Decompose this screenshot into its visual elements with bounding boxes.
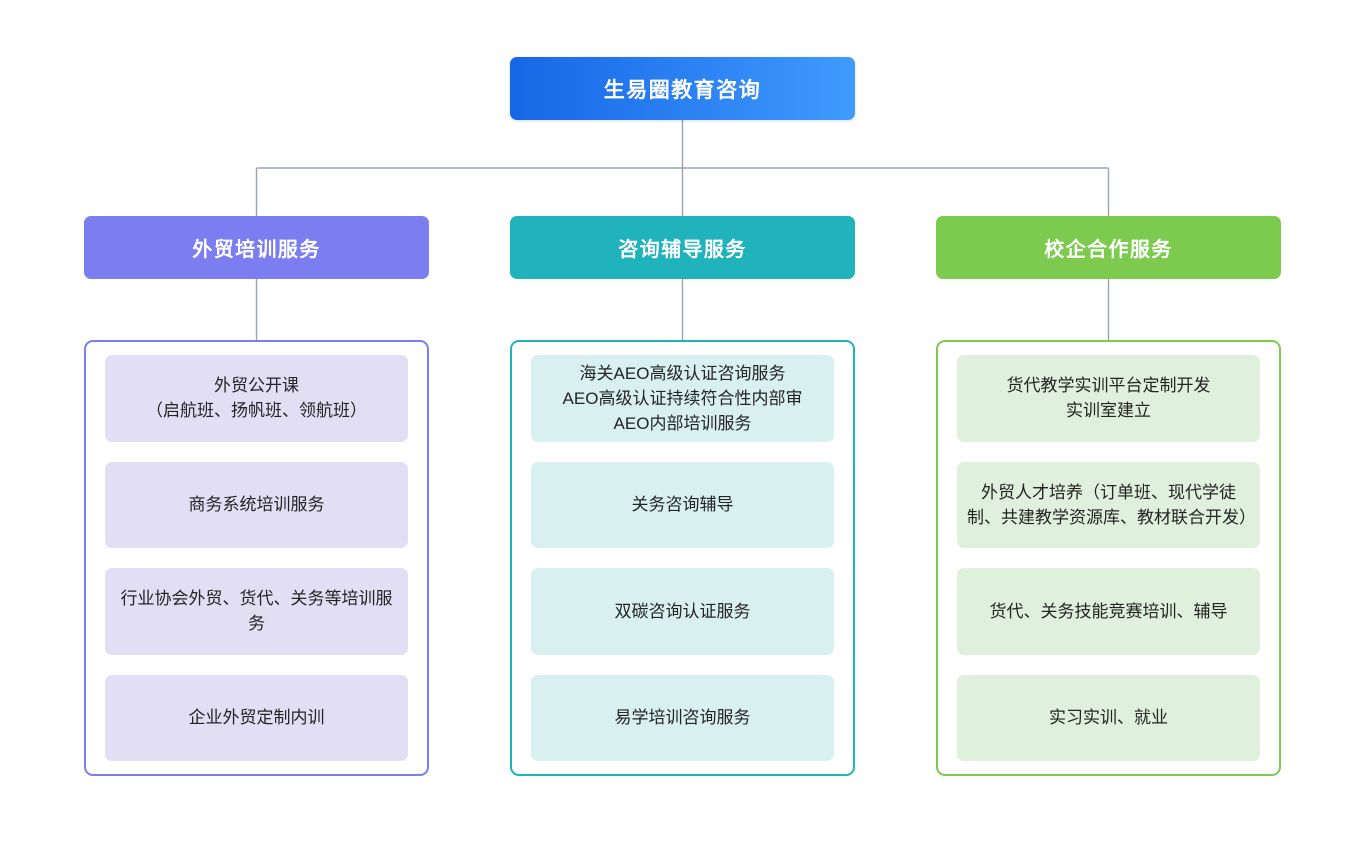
branch-column-2: 校企合作服务 货代教学实训平台定制开发 实训室建立 外贸人才培养（订单班、现代学… [936,216,1281,776]
root-node-label: 生易圈教育咨询 [603,78,762,102]
item-box[interactable]: 货代、关务技能竞赛培训、辅导 [957,568,1260,655]
item-box[interactable]: 关务咨询辅导 [531,461,834,548]
item-box[interactable]: 海关AEO高级认证咨询服务 AEO高级认证持续符合性内部审 AEO内部培训服务 [531,355,834,442]
item-box[interactable]: 货代教学实训平台定制开发 实训室建立 [957,355,1260,442]
item-box[interactable]: 实习实训、就业 [957,674,1260,761]
category-header-label-2: 校企合作服务 [1044,239,1173,261]
branch-column-0: 外贸培训服务 外贸公开课 （启航班、扬帆班、领航班） 商务系统培训服务 行业协会… [84,216,429,776]
item-box[interactable]: 外贸公开课 （启航班、扬帆班、领航班） [105,355,408,442]
item-label: 外贸公开课 （启航班、扬帆班、领航班） [146,376,367,421]
item-label: 实习实训、就业 [1049,708,1168,728]
category-header-0[interactable]: 外贸培训服务 [84,216,429,279]
item-box[interactable]: 企业外贸定制内训 [105,674,408,761]
item-label: 外贸人才培养（订单班、现代学徒制、共建教学资源库、教材联合开发） [967,482,1256,527]
category-header-2[interactable]: 校企合作服务 [936,216,1281,279]
items-container-1: 海关AEO高级认证咨询服务 AEO高级认证持续符合性内部审 AEO内部培训服务 … [510,340,855,776]
item-label: 货代教学实训平台定制开发 实训室建立 [1006,376,1211,421]
item-box[interactable]: 易学培训咨询服务 [531,674,834,761]
items-container-0: 外贸公开课 （启航班、扬帆班、领航班） 商务系统培训服务 行业协会外贸、货代、关… [84,340,429,776]
item-label: 商务系统培训服务 [188,495,325,515]
item-box[interactable]: 外贸人才培养（订单班、现代学徒制、共建教学资源库、教材联合开发） [957,461,1260,548]
item-label: 关务咨询辅导 [631,495,734,515]
item-label: 企业外贸定制内训 [188,708,325,728]
item-label: 货代、关务技能竞赛培训、辅导 [989,601,1228,621]
root-node[interactable]: 生易圈教育咨询 [510,57,855,120]
branch-column-1: 咨询辅导服务 海关AEO高级认证咨询服务 AEO高级认证持续符合性内部审 AEO… [510,216,855,776]
item-label: 双碳咨询认证服务 [614,601,751,621]
item-label: 易学培训咨询服务 [614,708,751,728]
item-label: 海关AEO高级认证咨询服务 AEO高级认证持续符合性内部审 AEO内部培训服务 [562,363,803,433]
items-container-2: 货代教学实训平台定制开发 实训室建立 外贸人才培养（订单班、现代学徒制、共建教学… [936,340,1281,776]
item-box[interactable]: 行业协会外贸、货代、关务等培训服务 [105,568,408,655]
category-header-label-0: 外贸培训服务 [192,239,321,261]
category-header-label-1: 咨询辅导服务 [618,239,747,261]
item-box[interactable]: 商务系统培训服务 [105,461,408,548]
item-box[interactable]: 双碳咨询认证服务 [531,568,834,655]
item-label: 行业协会外贸、货代、关务等培训服务 [120,589,393,634]
category-header-1[interactable]: 咨询辅导服务 [510,216,855,279]
